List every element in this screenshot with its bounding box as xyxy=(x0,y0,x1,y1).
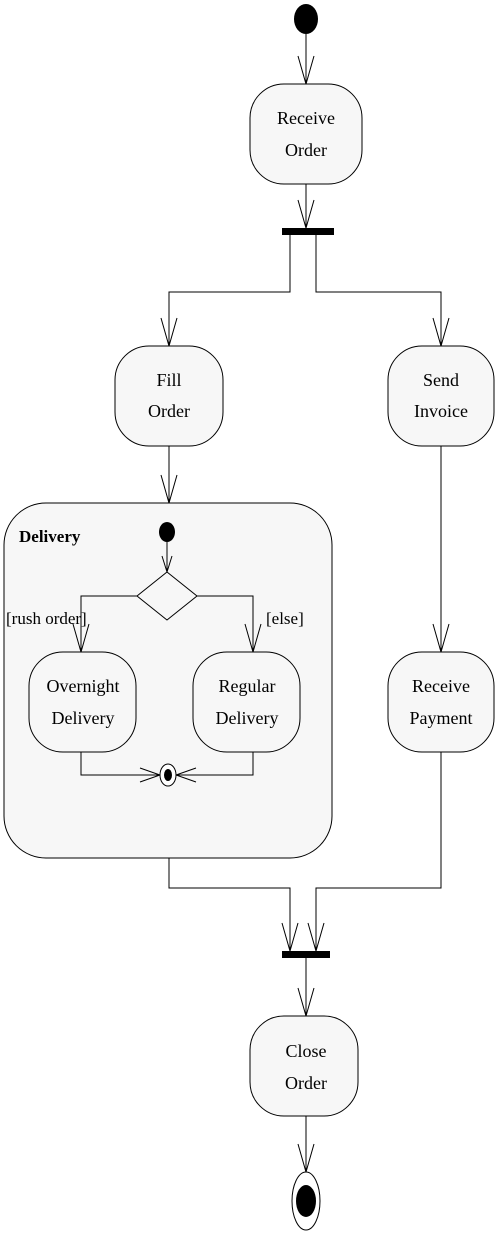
delivery-region: Delivery [rush order] [else] Overnight D… xyxy=(3,502,333,859)
receive-payment-label-2: Payment xyxy=(410,708,473,728)
decision-diamond xyxy=(136,571,198,621)
join-bar xyxy=(282,951,330,958)
activity-receive-order: Receive Order xyxy=(249,83,363,185)
flow-overnight-to-region-final xyxy=(80,752,160,776)
flow-fork-to-send-invoice xyxy=(315,235,442,346)
activity-receive-payment: Receive Payment xyxy=(387,651,495,753)
activity-close-order: Close Order xyxy=(249,1015,359,1117)
activity-send-invoice: Send Invoice xyxy=(387,345,495,447)
delivery-initial-node xyxy=(159,522,175,542)
send-invoice-label-2: Invoice xyxy=(414,401,468,421)
receive-order-label-2: Order xyxy=(285,140,327,160)
flow-regular-to-region-final xyxy=(176,752,254,776)
delivery-final-node-dot xyxy=(164,769,172,781)
activity-fill-order: Fill Order xyxy=(114,345,224,447)
initial-node xyxy=(294,4,318,34)
close-order-label-1: Close xyxy=(285,1041,326,1061)
close-order-label-2: Order xyxy=(285,1073,327,1093)
guard-rush-order: [rush order] xyxy=(6,609,87,628)
send-invoice-label-1: Send xyxy=(423,370,459,390)
flow-decision-to-regular xyxy=(197,595,254,652)
activity-regular-delivery: Regular Delivery xyxy=(192,651,301,753)
fill-order-label-2: Order xyxy=(148,401,190,421)
flow-decision-to-overnight xyxy=(80,595,137,652)
flow-fork-to-fill-order xyxy=(168,235,291,346)
receive-order-label-1: Receive xyxy=(277,108,335,128)
receive-payment-label-1: Receive xyxy=(412,676,470,696)
delivery-region-title: Delivery xyxy=(19,527,81,546)
activity-overnight-delivery: Overnight Delivery xyxy=(28,651,137,753)
flow-receive-payment-to-join xyxy=(315,752,442,951)
guard-else: [else] xyxy=(266,609,304,628)
regular-delivery-label-1: Regular xyxy=(219,676,276,696)
flow-delivery-to-join xyxy=(168,858,291,951)
final-node-dot xyxy=(296,1185,316,1217)
fill-order-label-1: Fill xyxy=(156,370,181,390)
fork-bar xyxy=(282,228,334,235)
overnight-delivery-label-1: Overnight xyxy=(47,676,120,696)
overnight-delivery-label-2: Delivery xyxy=(52,708,115,728)
regular-delivery-label-2: Delivery xyxy=(216,708,279,728)
